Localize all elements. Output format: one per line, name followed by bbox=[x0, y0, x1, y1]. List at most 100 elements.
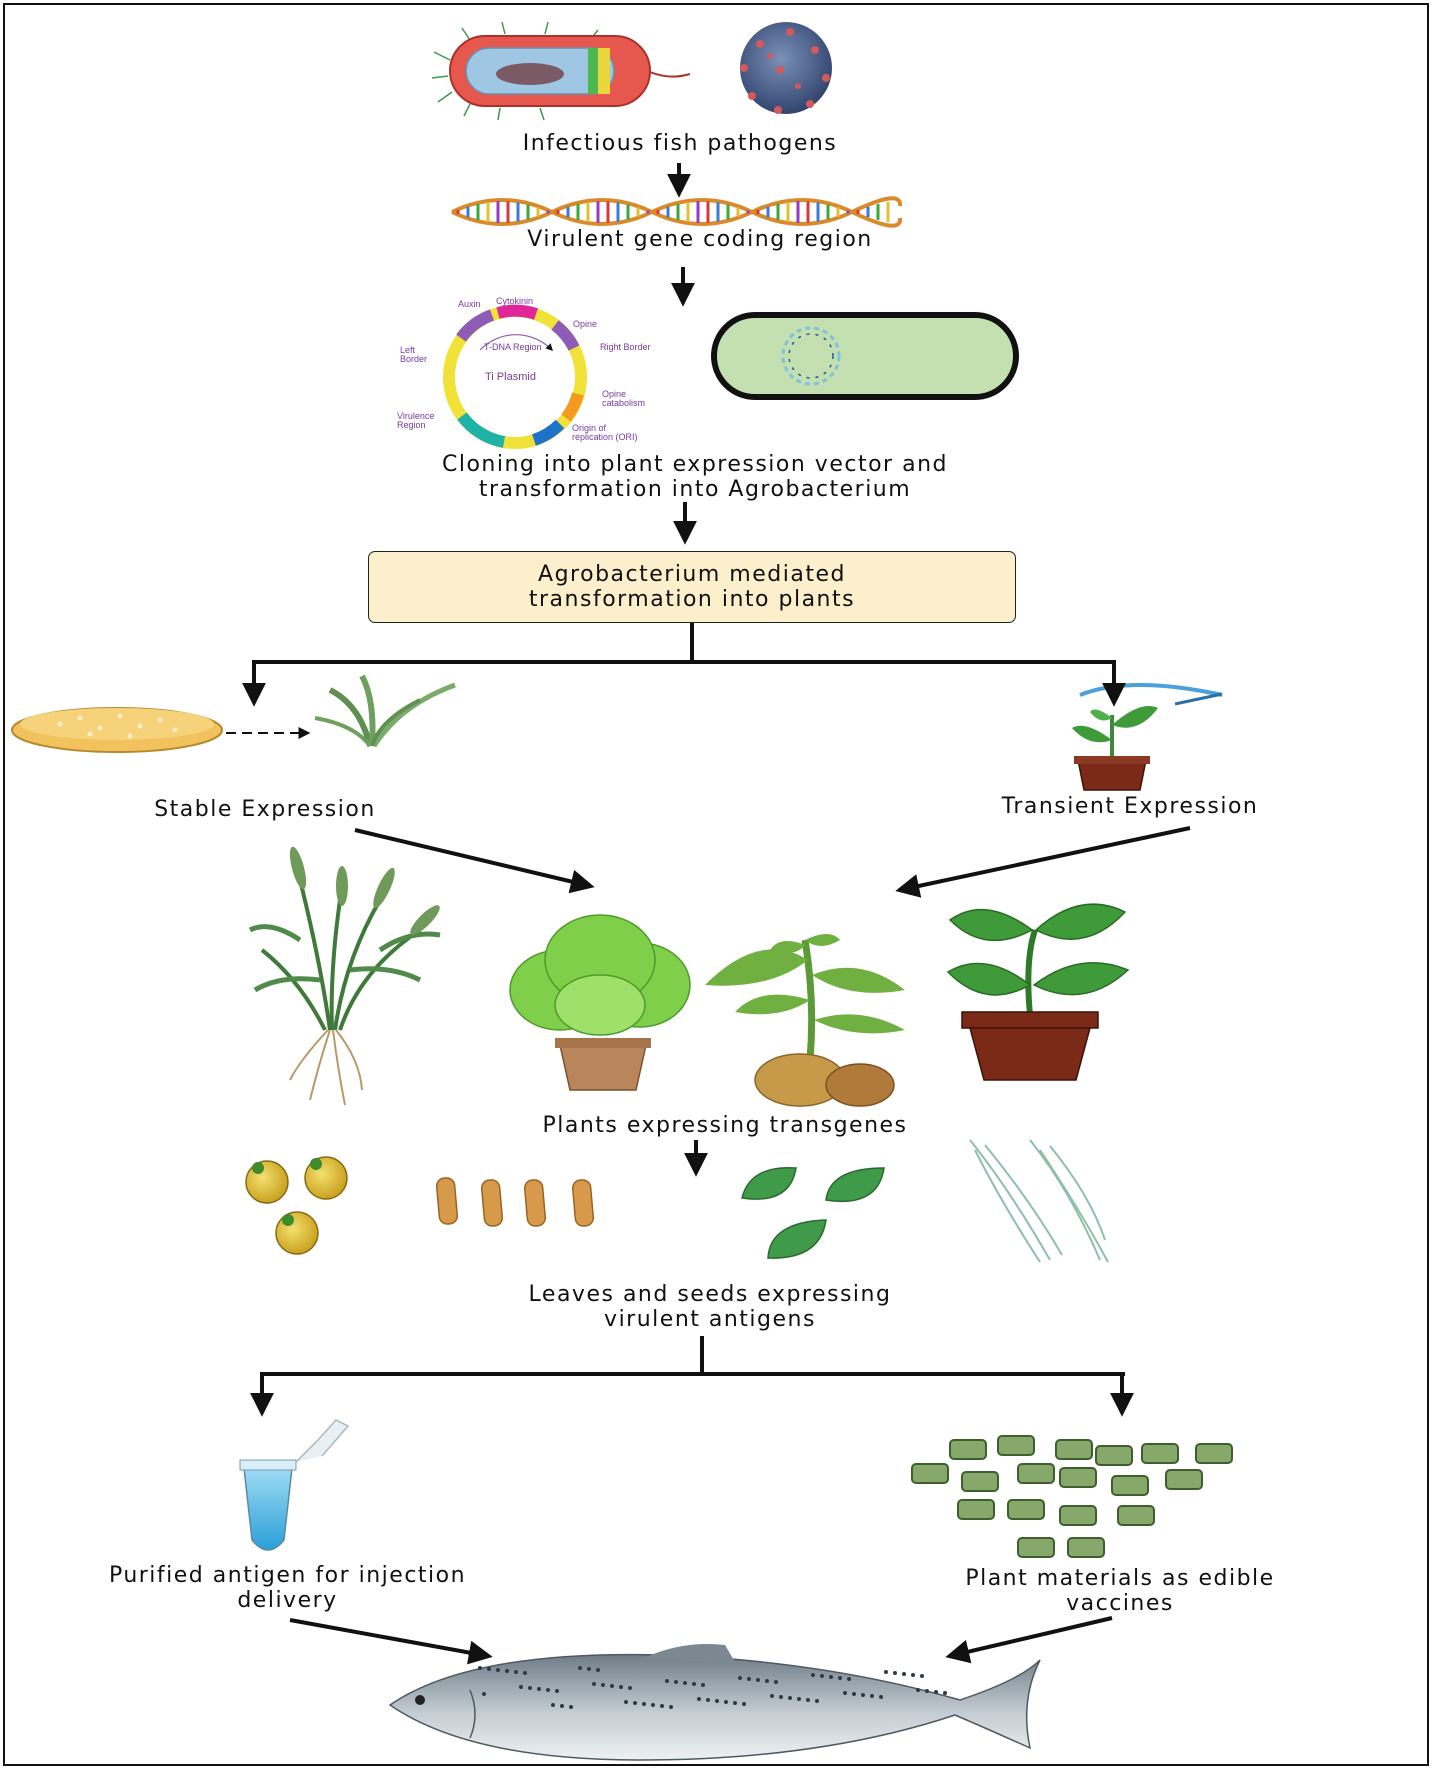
leaves-icon bbox=[741, 1167, 885, 1259]
edible-pellets-icon bbox=[911, 1435, 1233, 1558]
fish-spot bbox=[642, 1702, 646, 1706]
plasmid-label-ori: Origin of replication (ORI) bbox=[572, 423, 638, 442]
fish-spot bbox=[551, 1703, 555, 1707]
fish-spot bbox=[765, 1679, 769, 1683]
fish-spot bbox=[843, 1691, 847, 1695]
fish-spot bbox=[660, 1704, 664, 1708]
potted-plant-icon bbox=[946, 903, 1130, 1081]
diagram-frame bbox=[3, 3, 1429, 1766]
label-pathogens: Infectious fish pathogens bbox=[522, 131, 838, 156]
agrobacterium-transformation-box: Agrobacterium mediated transformation in… bbox=[368, 551, 1016, 623]
petri-dish-icon bbox=[11, 707, 223, 753]
fish-spot bbox=[934, 1690, 938, 1694]
pellet bbox=[961, 1471, 999, 1492]
fish-spot bbox=[879, 1695, 883, 1699]
pellet bbox=[911, 1463, 949, 1484]
wheat-plant-icon bbox=[248, 846, 441, 1106]
fish-spot bbox=[592, 1682, 596, 1686]
fish-spot bbox=[478, 1666, 482, 1670]
fish-spot bbox=[519, 1685, 523, 1689]
fish-spot bbox=[779, 1695, 783, 1699]
pellet bbox=[1055, 1439, 1093, 1460]
fish-spot bbox=[692, 1682, 696, 1686]
label-purified-antigen: Purified antigen for injection delivery bbox=[108, 1563, 467, 1613]
fish-spot bbox=[742, 1702, 746, 1706]
fish-spot bbox=[528, 1686, 532, 1690]
plasmid-label-opine-catabolism: Opine catabolism bbox=[602, 389, 646, 408]
fish-spot bbox=[514, 1670, 518, 1674]
pellet bbox=[1111, 1475, 1149, 1496]
label-leaves-seeds: Leaves and seeds expressing virulent ant… bbox=[528, 1282, 892, 1332]
fish-spot bbox=[911, 1673, 915, 1677]
fish-spot bbox=[487, 1667, 491, 1671]
fish-spot bbox=[683, 1681, 687, 1685]
fish-spot bbox=[884, 1670, 888, 1674]
fish-spot bbox=[628, 1686, 632, 1690]
fish-spot bbox=[774, 1680, 778, 1684]
pellet bbox=[957, 1499, 995, 1520]
fish-spot bbox=[829, 1675, 833, 1679]
virus-icon bbox=[740, 22, 832, 114]
fish-spot bbox=[523, 1671, 527, 1675]
fish-spot bbox=[619, 1685, 623, 1689]
pellet bbox=[1165, 1469, 1203, 1490]
fish-spot bbox=[806, 1698, 810, 1702]
label-cloning: Cloning into plant expression vector and… bbox=[442, 452, 948, 502]
fish-spot bbox=[724, 1700, 728, 1704]
bacterium-icon bbox=[431, 21, 691, 121]
fish-spot bbox=[797, 1697, 801, 1701]
pellet bbox=[1141, 1443, 1179, 1464]
fish-spot bbox=[815, 1699, 819, 1703]
pellet bbox=[1095, 1445, 1133, 1466]
fish-spot bbox=[943, 1691, 947, 1695]
agrobacterium-cell-icon bbox=[711, 312, 1019, 400]
arrow-edible-to-fish bbox=[945, 1616, 1113, 1664]
fish-spot bbox=[624, 1700, 628, 1704]
pellet bbox=[1059, 1505, 1097, 1526]
salmon-fish-icon bbox=[388, 1644, 1041, 1761]
arrow-transient-to-plants bbox=[895, 826, 1191, 898]
plasmid-label-right-border: Right Border bbox=[600, 342, 651, 352]
fish-spot bbox=[893, 1671, 897, 1675]
fish-spot bbox=[569, 1705, 573, 1709]
fish-spot bbox=[756, 1678, 760, 1682]
fish-spot bbox=[902, 1672, 906, 1676]
pellet bbox=[997, 1435, 1035, 1456]
lettuce-pot-icon bbox=[509, 914, 691, 1091]
ti-plasmid-diagram bbox=[443, 304, 587, 449]
fish-spot bbox=[701, 1683, 705, 1687]
fish-spot bbox=[747, 1677, 751, 1681]
fish-spot bbox=[537, 1687, 541, 1691]
fish-spot bbox=[847, 1677, 851, 1681]
fish-spot bbox=[788, 1696, 792, 1700]
fish-spot bbox=[870, 1694, 874, 1698]
plasmid-label-auxin: Auxin bbox=[458, 299, 481, 309]
fish-spot bbox=[770, 1694, 774, 1698]
fish-spot bbox=[633, 1701, 637, 1705]
fish-spot bbox=[697, 1697, 701, 1701]
dna-helix-icon bbox=[451, 196, 903, 228]
fish-spot bbox=[601, 1683, 605, 1687]
seedling-icon bbox=[314, 674, 456, 748]
flow-arrows bbox=[226, 163, 1191, 1665]
label-plants-transgenes: Plants expressing transgenes bbox=[542, 1113, 908, 1138]
fish-spot bbox=[920, 1674, 924, 1678]
fish-spot bbox=[706, 1698, 710, 1702]
fish-spot bbox=[578, 1666, 582, 1670]
fish-spot bbox=[651, 1703, 655, 1707]
fish-spot bbox=[811, 1673, 815, 1677]
pellet bbox=[1059, 1467, 1097, 1488]
plasmid-label-virulence: Virulence Region bbox=[397, 411, 435, 430]
pellet bbox=[949, 1439, 987, 1460]
grass-leaves-icon bbox=[969, 1139, 1109, 1263]
potted-seedling-syringe-icon bbox=[1072, 683, 1223, 791]
pellet bbox=[1195, 1443, 1233, 1464]
fish-spot bbox=[838, 1676, 842, 1680]
pellet bbox=[1017, 1463, 1055, 1484]
fish-spot bbox=[496, 1668, 500, 1672]
pellet bbox=[1017, 1537, 1055, 1558]
fish-spot bbox=[482, 1692, 486, 1696]
plasmid-title: Ti Plasmid bbox=[485, 371, 536, 383]
plasmid-label-opine: Opine bbox=[573, 319, 598, 329]
